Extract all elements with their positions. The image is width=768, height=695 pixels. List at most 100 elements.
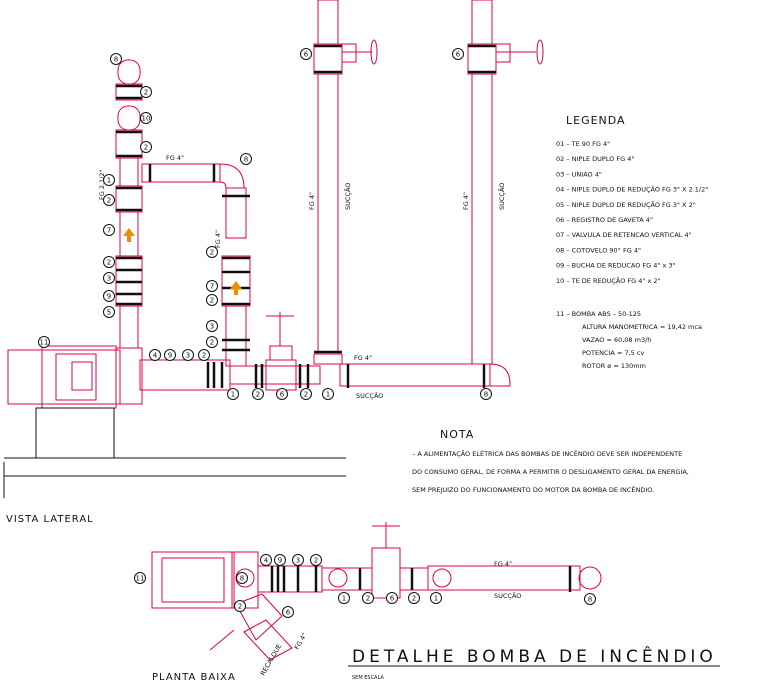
plan-threads (270, 566, 572, 592)
callout-number: 2 (210, 249, 214, 257)
callout-number: 2 (314, 557, 318, 565)
callout-bubble (322, 388, 334, 400)
label-fg4-rec: FG 4" (293, 631, 309, 651)
label-fg4-suc1: FG 4" (308, 192, 316, 210)
callout-number: 2 (210, 339, 214, 347)
flow-arrows (123, 228, 242, 295)
callout-bubble (430, 592, 442, 604)
pump-motor-side (7, 345, 143, 409)
callout-number: 5 (107, 309, 111, 317)
callout-number: 8 (484, 391, 488, 399)
callout-bubble (198, 349, 210, 361)
callout-number: 11 (136, 575, 145, 583)
legend-item: 10 – TE DE REDUÇÃO FG 4" x 2" (556, 276, 661, 285)
legend-pump-spec: ALTURA MANOMETRICA = 19,42 mca (582, 323, 702, 331)
callout-number: 6 (304, 51, 309, 59)
callout-number: 2 (202, 352, 206, 360)
callout-bubble (292, 554, 304, 566)
callout-bubble (310, 554, 322, 566)
callout-number: 7 (107, 227, 111, 235)
callout-number: 9 (107, 293, 111, 301)
callout-number: 2 (210, 297, 214, 305)
legend-list: 01 – TE 90 FG 4"02 – NIPLE DUPLO FG 4"03… (556, 140, 708, 370)
callout-bubble (234, 600, 246, 612)
callout-number: 9 (278, 557, 282, 565)
gate-valve-wheel-2 (495, 39, 544, 65)
callout-bubble (103, 256, 115, 268)
suction-riser-2 (467, 0, 497, 365)
callout-number: 7 (210, 283, 214, 291)
callout-number: 2 (144, 144, 148, 152)
label-succao-1: SUCÇÃO (343, 183, 352, 210)
callout-number: 6 (280, 391, 285, 399)
legend-title: LEGENDA (566, 114, 626, 127)
gate-valve-side (265, 312, 297, 391)
suction-threads (314, 44, 496, 354)
callout-bubble (140, 86, 152, 98)
legend-item: 09 – BUCHA DE REDUCAO FG 4" x 3" (556, 262, 676, 270)
legend-item: 01 – TE 90 FG 4" (556, 140, 610, 148)
callout-bubble (408, 592, 420, 604)
callout-number: 3 (210, 323, 214, 331)
callout-number: 3 (186, 352, 190, 360)
callout-number: 6 (456, 51, 461, 59)
callout-bubble (452, 48, 464, 60)
label-fg4-vert: FG 4" (214, 230, 222, 248)
callout-bubble (110, 53, 122, 65)
gate-valve-wheel-1 (341, 39, 378, 65)
legend-item: 02 – NIPLE DUPLO FG 4" (556, 155, 634, 163)
callout-number: 10 (142, 115, 151, 123)
callout-bubble (480, 388, 492, 400)
legend-item: 04 – NIPLE DUPLO DE REDUÇÃO FG 3" X 2.1/… (556, 185, 708, 194)
sheet-subtitle: SEM ESCALA (352, 675, 384, 681)
callout-bubble (252, 388, 264, 400)
legend-item: 05 – NIPLE DUPLO DE REDUÇÃO FG 3" X 2" (556, 200, 696, 209)
callout-number: 2 (304, 391, 308, 399)
callout-bubble (584, 593, 596, 605)
callout-number: 2 (238, 603, 242, 611)
label-succao-side: SUCÇÃO (356, 391, 383, 400)
callout-bubble (134, 572, 146, 584)
legend-item: 07 – VALVULA DE RETENCAO VERTICAL 4" (556, 231, 692, 239)
callout-bubble (240, 153, 252, 165)
callout-number: 1 (231, 391, 235, 399)
label-fg212: FG 2.1/2" (98, 169, 106, 200)
callout-bubble (260, 554, 272, 566)
upper-horizontal-pipe (141, 163, 251, 367)
callout-number: 2 (256, 391, 260, 399)
callout-bubble (338, 592, 350, 604)
callout-number: 2 (366, 595, 370, 603)
callout-bubble (38, 336, 50, 348)
callout-number: 6 (286, 609, 291, 617)
discharge-threads (206, 362, 486, 388)
callout-number: 8 (244, 156, 248, 164)
callout-bubble (149, 349, 161, 361)
callout-bubble (164, 349, 176, 361)
callout-number: 6 (390, 595, 395, 603)
plan-view (151, 522, 602, 661)
legend-item: 08 – COTOVELO 90° FG 4" (556, 246, 641, 254)
callout-bubble (362, 592, 374, 604)
legend-pump-spec: POTENCIA = 7,5 cv (582, 349, 644, 357)
label-succao-plan: SUCÇÃO (494, 591, 521, 600)
riser-threads (116, 84, 142, 306)
label-fg4-upper: FG 4" (166, 154, 184, 162)
callout-bubble (282, 606, 294, 618)
callout-number: 1 (326, 391, 330, 399)
callout-bubble (206, 246, 218, 258)
callout-bubble (236, 572, 248, 584)
note-line-1: – A ALIMENTAÇÃO ELÉTRICA DAS BOMBAS DE I… (412, 449, 682, 458)
sheet-title: DETALHE BOMBA DE INCÊNDIO (352, 645, 717, 667)
legend-pump-item: 11 – BOMBA ABS – 50-125 (556, 310, 641, 318)
note-line-3: SEM PREJUIZO DO FUNCIONAMENTO DO MOTOR D… (412, 485, 654, 494)
callout-bubble (140, 112, 152, 124)
label-succao-2: SUCÇÃO (497, 183, 506, 210)
callout-bubble (206, 294, 218, 306)
callout-number: 1 (342, 595, 346, 603)
callout-bubble (103, 306, 115, 318)
legend-pump-spec: VAZAO = 60,08 m3/h (582, 336, 651, 344)
callout-bubble (300, 48, 312, 60)
callout-bubble (140, 141, 152, 153)
callout-number: 9 (168, 352, 172, 360)
